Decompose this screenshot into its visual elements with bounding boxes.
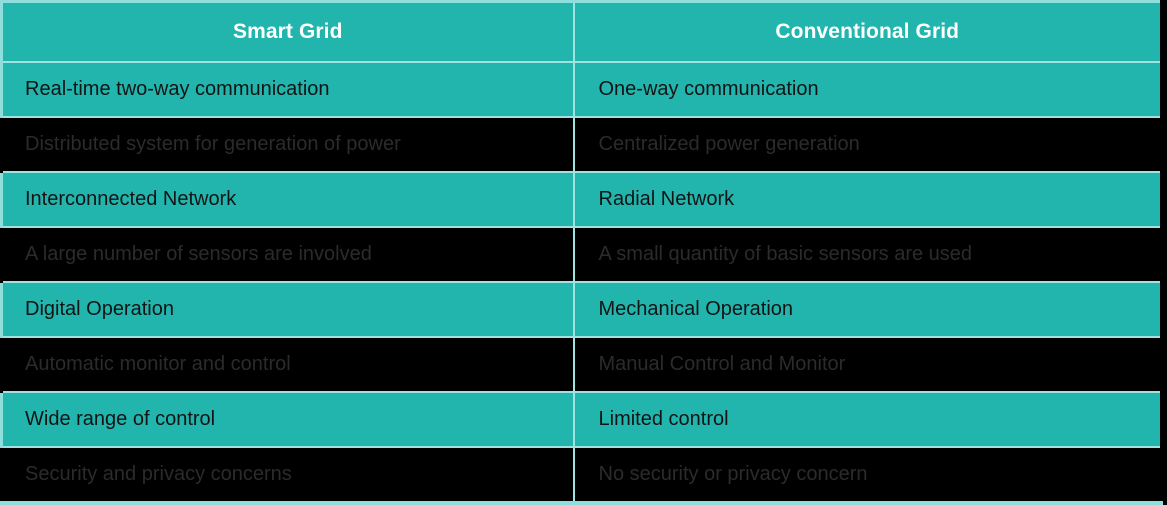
- table-header: Smart Grid Conventional Grid: [0, 0, 1163, 63]
- table-row: A large number of sensors are involved A…: [0, 227, 1163, 283]
- cell-smart-grid: A large number of sensors are involved: [0, 227, 575, 283]
- cell-conventional-grid: A small quantity of basic sensors are us…: [573, 227, 1163, 283]
- cell-conventional-grid: No security or privacy concern: [573, 447, 1163, 505]
- cell-smart-grid: Wide range of control: [0, 392, 575, 448]
- table-row: Digital Operation Mechanical Operation: [0, 282, 1163, 338]
- cell-smart-grid: Digital Operation: [0, 282, 575, 338]
- cell-conventional-grid: One-way communication: [573, 62, 1163, 118]
- cell-smart-grid: Security and privacy concerns: [0, 447, 575, 505]
- table-row: Wide range of control Limited control: [0, 392, 1163, 448]
- table-row: Real-time two-way communication One-way …: [0, 62, 1163, 118]
- table-row: Security and privacy concerns No securit…: [0, 447, 1163, 505]
- column-header-smart-grid: Smart Grid: [0, 0, 575, 63]
- cell-smart-grid: Automatic monitor and control: [0, 337, 575, 393]
- column-header-conventional-grid: Conventional Grid: [573, 0, 1163, 63]
- table-row: Interconnected Network Radial Network: [0, 172, 1163, 228]
- cell-conventional-grid: Manual Control and Monitor: [573, 337, 1163, 393]
- cell-conventional-grid: Mechanical Operation: [573, 282, 1163, 338]
- right-edge-gutter: [1160, 0, 1167, 489]
- cell-conventional-grid: Radial Network: [573, 172, 1163, 228]
- cell-smart-grid: Distributed system for generation of pow…: [0, 117, 575, 173]
- cell-conventional-grid: Limited control: [573, 392, 1163, 448]
- cell-conventional-grid: Centralized power generation: [573, 117, 1163, 173]
- table-body: Real-time two-way communication One-way …: [0, 62, 1163, 505]
- header-row: Smart Grid Conventional Grid: [0, 0, 1163, 63]
- table-row: Automatic monitor and control Manual Con…: [0, 337, 1163, 393]
- cell-smart-grid: Interconnected Network: [0, 172, 575, 228]
- table-row: Distributed system for generation of pow…: [0, 117, 1163, 173]
- cell-smart-grid: Real-time two-way communication: [0, 62, 575, 118]
